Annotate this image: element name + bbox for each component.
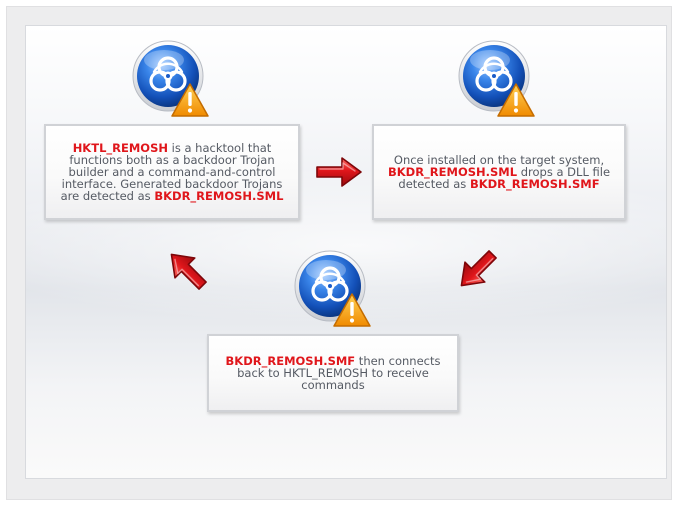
biohazard-warning-icon (290, 246, 376, 332)
step-2-highlight-1: BKDR_REMOSH.SML (387, 165, 518, 179)
step-1-text-1: is a hacktool that functions both as a b… (60, 141, 283, 203)
step-1-text: HKTL_REMOSH is a hacktool that functions… (46, 142, 298, 202)
step-3-box: BKDR_REMOSH.SMF then connects back to HK… (207, 334, 459, 412)
step-2-text: Once installed on the target system, BKD… (374, 154, 624, 190)
step-2-highlight-2: BKDR_REMOSH.SMF (469, 177, 600, 191)
step-2-text-1: Once installed on the target system, (393, 153, 605, 167)
step-3-highlight-1: BKDR_REMOSH.SMF (225, 354, 356, 368)
step-1-highlight-2: BKDR_REMOSH.SML (154, 189, 284, 203)
biohazard-warning-icon (454, 36, 540, 122)
step-2-text-2: drops a DLL file detected as (398, 165, 611, 191)
step-1-highlight-1: HKTL_REMOSH (72, 141, 168, 155)
step-3-text-1: then connects back to HKTL_REMOSH to rec… (237, 354, 441, 392)
step-3-text: BKDR_REMOSH.SMF then connects back to HK… (209, 355, 457, 391)
biohazard-warning-icon (128, 36, 214, 122)
step-1-box: HKTL_REMOSH is a hacktool that functions… (44, 124, 300, 220)
arrow-right-icon (314, 156, 364, 188)
step-2-box: Once installed on the target system, BKD… (372, 124, 626, 220)
